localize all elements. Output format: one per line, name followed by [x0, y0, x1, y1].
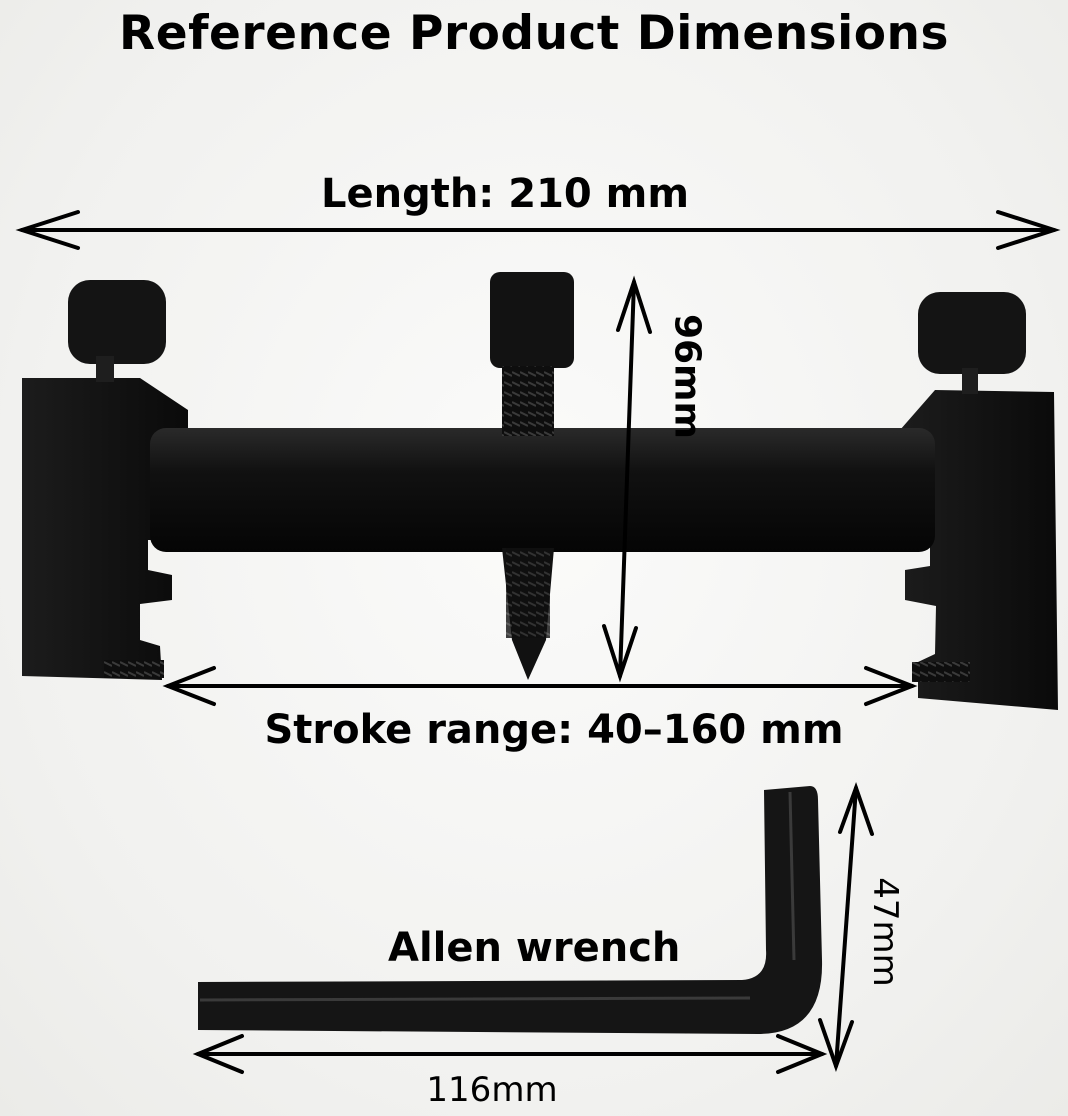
right-knob	[918, 292, 1026, 374]
allen-wrench	[198, 786, 823, 1034]
length-label: Length: 210 mm	[320, 171, 690, 217]
allen-wrench-label: Allen wrench	[388, 925, 681, 971]
puller-tool	[22, 272, 1058, 710]
height-arrow	[602, 275, 652, 683]
height-label: 96mm	[666, 313, 708, 440]
wrench-height-arrow	[818, 782, 874, 1072]
stroke-range-label: Stroke range: 40–160 mm	[264, 707, 844, 753]
left-jaw	[22, 378, 188, 680]
right-jaw	[900, 390, 1058, 710]
center-screw-head	[490, 272, 574, 368]
page-title: Reference Product Dimensions	[119, 6, 949, 61]
length-arrow	[15, 210, 1061, 250]
wrench-length-arrow	[192, 1034, 828, 1074]
wrench-height-label: 47mm	[865, 877, 905, 987]
stroke-arrow	[162, 666, 918, 706]
main-bar	[150, 428, 935, 552]
left-knob	[68, 280, 166, 364]
wrench-length-label: 116mm	[426, 1070, 558, 1110]
